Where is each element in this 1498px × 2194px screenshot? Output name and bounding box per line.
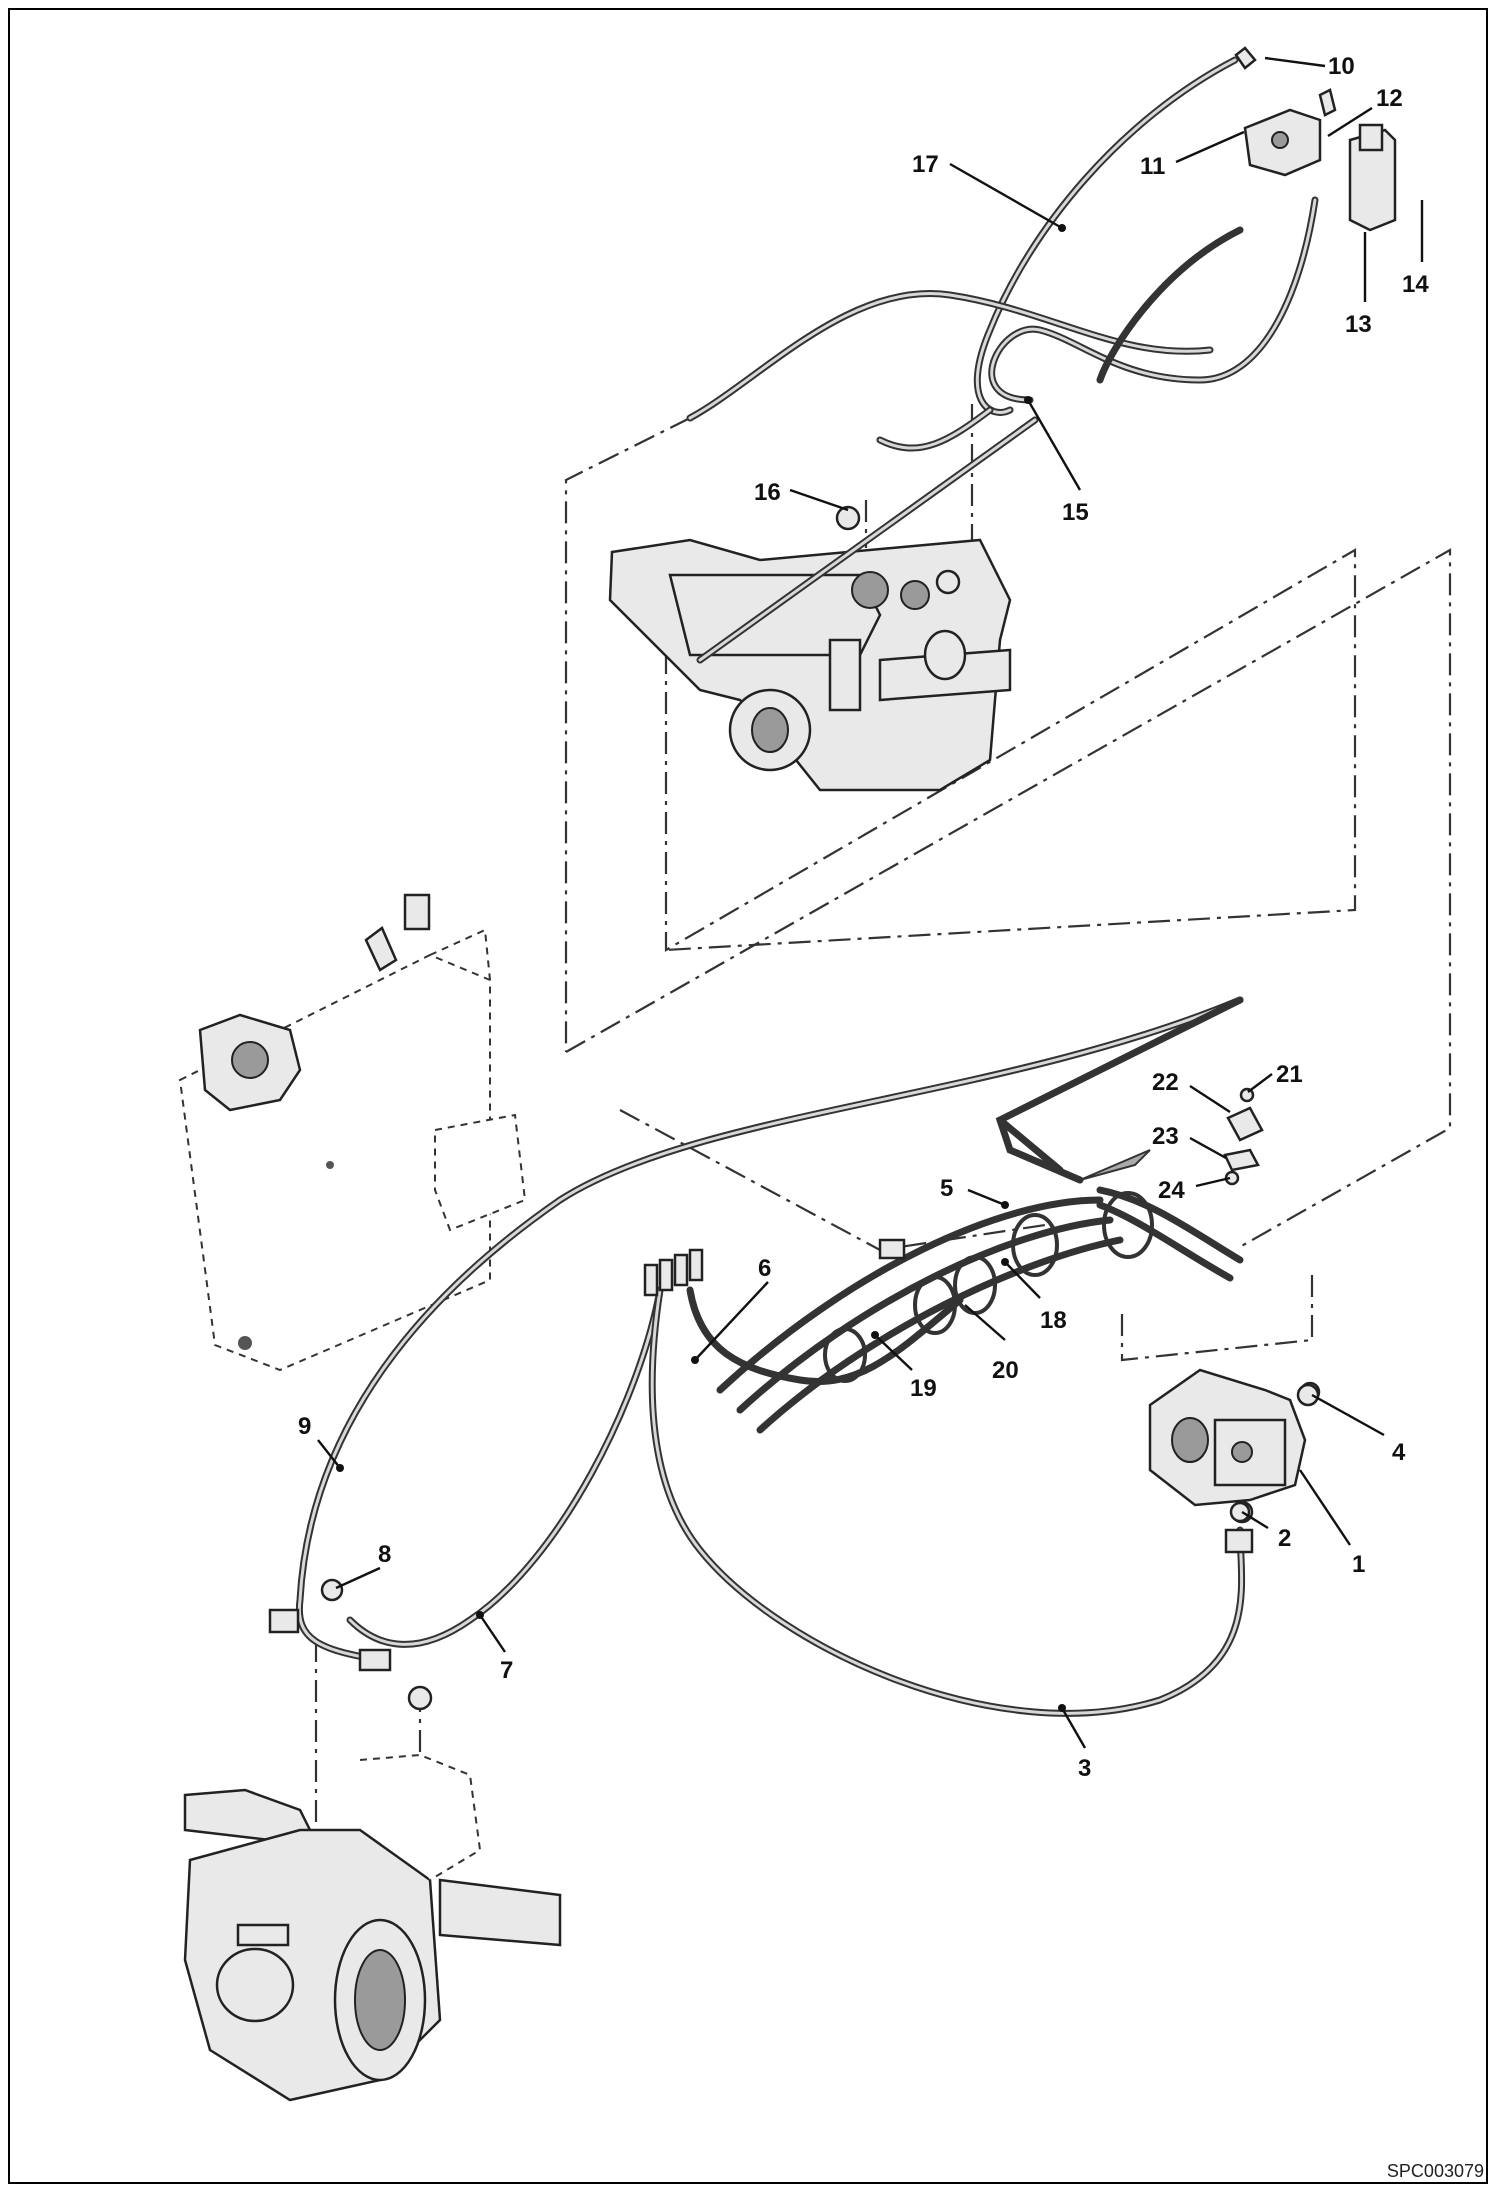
callout-21: 21 (1276, 1061, 1303, 1088)
callout-17: 17 (912, 151, 939, 178)
callout-22: 22 (1152, 1069, 1179, 1096)
fittings (320, 505, 1320, 1711)
callouts: 1 2 3 4 5 6 7 8 9 10 11 12 13 14 (298, 53, 1429, 1782)
transmission-housing (608, 538, 1012, 792)
callout-15: 15 (1062, 499, 1089, 526)
callout-23: 23 (1152, 1123, 1179, 1150)
callout-5: 5 (940, 1175, 953, 1202)
callout-20: 20 (992, 1357, 1019, 1384)
callout-6: 6 (758, 1255, 771, 1282)
callout-11: 11 (1140, 153, 1165, 180)
callout-14: 14 (1402, 271, 1429, 298)
callout-2: 2 (1278, 1525, 1291, 1552)
callout-10: 10 (1328, 53, 1355, 80)
control-valve (1234, 46, 1397, 232)
callout-13: 13 (1345, 311, 1372, 338)
callout-16: 16 (754, 479, 781, 506)
callout-19: 19 (910, 1375, 937, 1402)
hydraulic-pump (1148, 1368, 1321, 1524)
callout-3: 3 (1078, 1755, 1091, 1782)
drawing-code: SPC003079 (1386, 2161, 1484, 2181)
callout-18: 18 (1040, 1307, 1067, 1334)
callout-8: 8 (378, 1541, 391, 1568)
callout-9: 9 (298, 1413, 311, 1440)
hose-lines (268, 56, 1319, 1717)
hydraulic-tank (178, 893, 527, 1372)
callout-1: 1 (1352, 1551, 1365, 1578)
callout-12: 12 (1376, 85, 1403, 112)
rear-axle (183, 1753, 562, 2102)
callout-7: 7 (500, 1657, 513, 1684)
callout-24: 24 (1158, 1177, 1185, 1204)
callout-4: 4 (1392, 1439, 1406, 1466)
